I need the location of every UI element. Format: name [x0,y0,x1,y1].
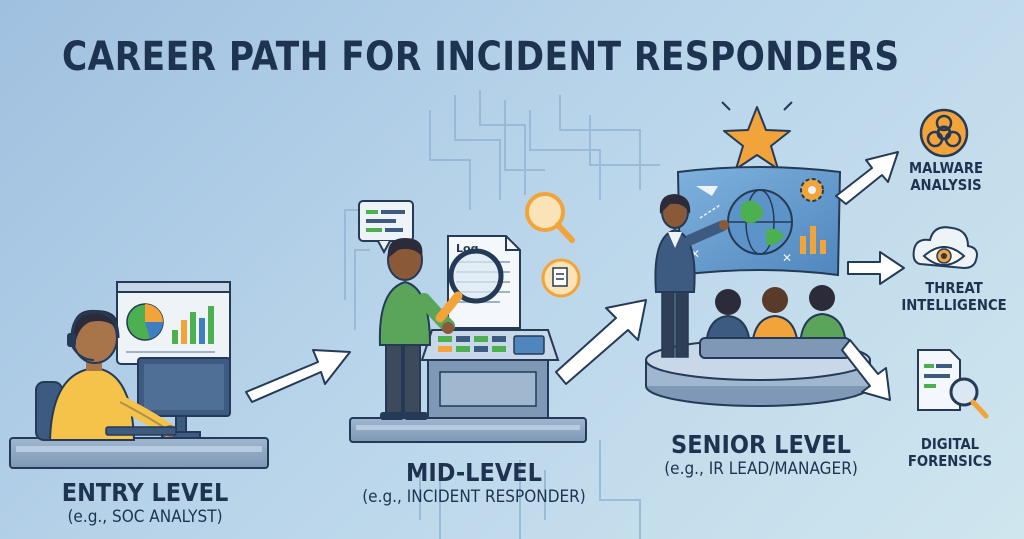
mid-level-label: MID-LEVEL (e.g., INCIDENT RESPONDER) [324,458,624,507]
threat-intelligence-line1: THREAT [925,279,983,297]
mid-level-subtitle: (e.g., INCIDENT RESPONDER) [362,487,586,507]
soc-analyst-person [48,309,177,441]
senior-level-subtitle: (e.g., IR LEAD/MANAGER) [664,459,858,479]
arrow-to-malware-analysis [835,151,899,205]
file-circle-icon [541,258,581,298]
arrow-to-digital-forensics [841,339,891,401]
entry-level-heading: ENTRY LEVEL [61,478,229,507]
entry-level-scene [9,281,269,469]
ir-lead-presenter [654,194,729,358]
threat-intelligence-line2: INTELLIGENCE [901,296,1007,314]
svg-text:✕: ✕ [690,247,700,261]
arrow-to-threat-intelligence [847,251,905,285]
entry-level-label: ENTRY LEVEL (e.g., SOC ANALYST) [40,478,250,527]
senior-level-heading: SENIOR LEVEL [671,430,851,459]
specialization-digital-forensics: DIGITAL FORENSICS [906,436,994,470]
specialization-malware-analysis: MALWARE ANALYSIS [902,160,990,194]
eye-cloud-icon [912,226,978,270]
progression-arrow-1 [245,349,351,403]
incident-responder-person [378,238,504,420]
gear-icon [800,178,824,202]
svg-text:✕: ✕ [782,251,792,265]
entry-level-subtitle: (e.g., SOC ANALYST) [67,507,223,527]
digital-forensics-line1: DIGITAL [920,435,980,453]
world-map-screen: ✕ ✕ [676,166,842,277]
senior-level-scene: ✕ ✕ [645,101,871,407]
page-title: CAREER PATH FOR INCIDENT RESPONDERS [62,34,900,80]
document-magnifier-icon [917,349,989,419]
control-console [420,329,560,419]
star-icon [721,101,793,170]
specialization-threat-intelligence: THREAT INTELLIGENCE [901,280,1007,314]
biohazard-icon [919,108,969,158]
audience-group [699,285,851,359]
malware-analysis-line1: MALWARE [908,159,984,177]
malware-analysis-line2: ANALYSIS [910,176,982,194]
mid-level-heading: MID-LEVEL [405,458,543,487]
chat-log-bubble-icon [358,200,414,255]
circuit-lines [344,90,660,539]
progression-arrow-2 [555,299,647,385]
desktop-monitor-icon [137,357,231,439]
senior-level-label: SENIOR LEVEL (e.g., IR LEAD/MANAGER) [636,430,886,479]
digital-forensics-line2: FORENSICS [907,452,993,470]
dashboard-screen [116,281,231,365]
magnifier-circle-icon [525,192,575,243]
mid-level-scene: Log [349,192,587,443]
specialization-arrows [835,151,905,401]
